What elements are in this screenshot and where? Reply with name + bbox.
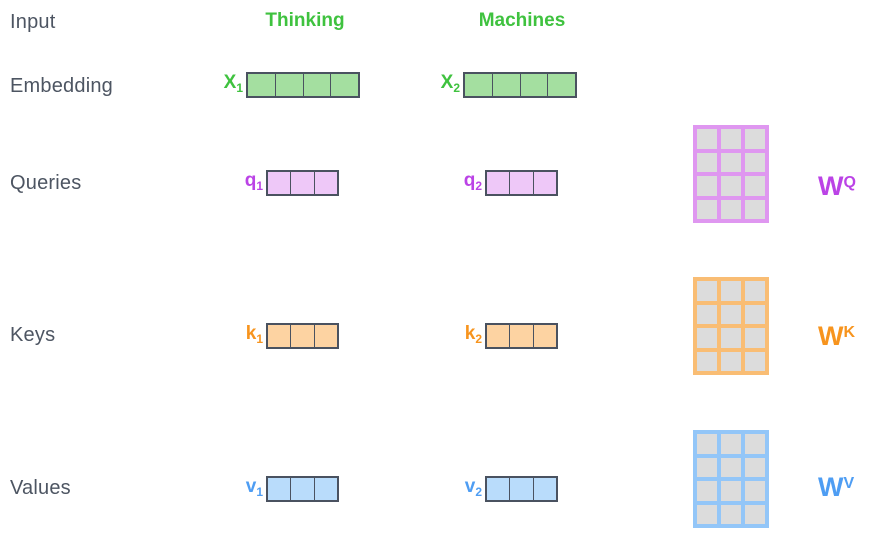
- grid-cell: [721, 328, 741, 348]
- vector-box-q2: [485, 170, 558, 196]
- grid-cell: [697, 457, 717, 477]
- grid-cell: [697, 434, 717, 454]
- vector-label-q2: q2: [463, 169, 482, 193]
- grid-cell: [745, 457, 765, 477]
- vector-box-k1: [266, 323, 339, 349]
- grid-cell: [745, 504, 765, 524]
- vector-label-x1: X1: [223, 71, 243, 95]
- matrix-label-wv: WV: [818, 472, 855, 502]
- grid-cell: [532, 325, 556, 347]
- grid-cell: [509, 478, 532, 500]
- grid-cell: [697, 351, 717, 371]
- grid-cell: [745, 328, 765, 348]
- grid-cell: [268, 172, 290, 194]
- vector-label-v1: v1: [245, 475, 263, 499]
- word-header-thinking: Thinking: [265, 10, 345, 31]
- vector-box-v2: [485, 476, 558, 502]
- grid-cell: [519, 74, 548, 96]
- grid-cell: [721, 176, 741, 196]
- grid-cell: [697, 504, 717, 524]
- key-vector-k2: k2: [454, 323, 558, 349]
- grid-cell: [509, 172, 532, 194]
- vector-box-x2: [463, 72, 577, 98]
- embedding-vector-x2: X2: [432, 72, 577, 98]
- grid-cell: [532, 478, 556, 500]
- grid-cell: [745, 351, 765, 371]
- value-vector-v2: v2: [454, 476, 558, 502]
- grid-cell: [721, 351, 741, 371]
- query-vector-q2: q2: [454, 170, 558, 196]
- grid-cell: [721, 434, 741, 454]
- matrix-label-wq: WQ: [818, 171, 856, 201]
- grid-cell: [697, 152, 717, 172]
- grid-cell: [721, 457, 741, 477]
- grid-cell: [268, 325, 290, 347]
- grid-cell: [509, 325, 532, 347]
- grid-cell: [697, 129, 717, 149]
- grid-cell: [697, 328, 717, 348]
- grid-cell: [745, 434, 765, 454]
- row-label-keys: Keys: [10, 324, 56, 346]
- grid-cell: [465, 74, 492, 96]
- grid-cell: [745, 281, 765, 301]
- grid-cell: [302, 74, 331, 96]
- query-vector-q1: q1: [235, 170, 339, 196]
- grid-cell: [745, 304, 765, 324]
- grid-cell: [721, 281, 741, 301]
- grid-cell: [697, 199, 717, 219]
- vector-label-x2: X2: [440, 71, 460, 95]
- row-label-embedding: Embedding: [10, 75, 113, 97]
- grid-cell: [697, 304, 717, 324]
- grid-cell: [330, 74, 358, 96]
- weight-matrix-wk: [693, 277, 769, 375]
- grid-cell: [697, 176, 717, 196]
- grid-cell: [487, 172, 509, 194]
- grid-cell: [745, 176, 765, 196]
- row-label-values: Values: [10, 477, 71, 499]
- grid-cell: [268, 478, 290, 500]
- grid-cell: [745, 481, 765, 501]
- vector-box-k2: [485, 323, 558, 349]
- embedding-vector-x1: X1: [215, 72, 360, 98]
- key-vector-k1: k1: [235, 323, 339, 349]
- vector-label-q1: q1: [244, 169, 263, 193]
- grid-cell: [487, 478, 509, 500]
- matrix-label-wk: WK: [818, 321, 856, 351]
- grid-cell: [721, 129, 741, 149]
- grid-cell: [697, 481, 717, 501]
- weight-matrix-wv: [693, 430, 769, 528]
- grid-cell: [697, 281, 717, 301]
- grid-cell: [248, 74, 275, 96]
- grid-cell: [721, 304, 741, 324]
- grid-cell: [290, 478, 313, 500]
- vector-box-q1: [266, 170, 339, 196]
- grid-cell: [745, 152, 765, 172]
- row-label-queries: Queries: [10, 172, 82, 194]
- grid-cell: [274, 74, 303, 96]
- grid-cell: [491, 74, 520, 96]
- grid-cell: [745, 129, 765, 149]
- grid-cell: [532, 172, 556, 194]
- weight-matrix-wq: [693, 125, 769, 223]
- grid-cell: [290, 325, 313, 347]
- grid-cell: [721, 199, 741, 219]
- grid-cell: [487, 325, 509, 347]
- vector-label-k1: k1: [245, 322, 263, 346]
- grid-cell: [290, 172, 313, 194]
- grid-cell: [313, 325, 337, 347]
- grid-cell: [721, 481, 741, 501]
- grid-cell: [745, 199, 765, 219]
- vector-label-v2: v2: [464, 475, 482, 499]
- value-vector-v1: v1: [235, 476, 339, 502]
- word-header-machines: Machines: [478, 10, 566, 31]
- grid-cell: [547, 74, 575, 96]
- grid-cell: [721, 152, 741, 172]
- grid-cell: [313, 478, 337, 500]
- vector-box-x1: [246, 72, 360, 98]
- row-label-input: Input: [10, 11, 56, 33]
- grid-cell: [721, 504, 741, 524]
- vector-label-k2: k2: [464, 322, 482, 346]
- grid-cell: [313, 172, 337, 194]
- vector-box-v1: [266, 476, 339, 502]
